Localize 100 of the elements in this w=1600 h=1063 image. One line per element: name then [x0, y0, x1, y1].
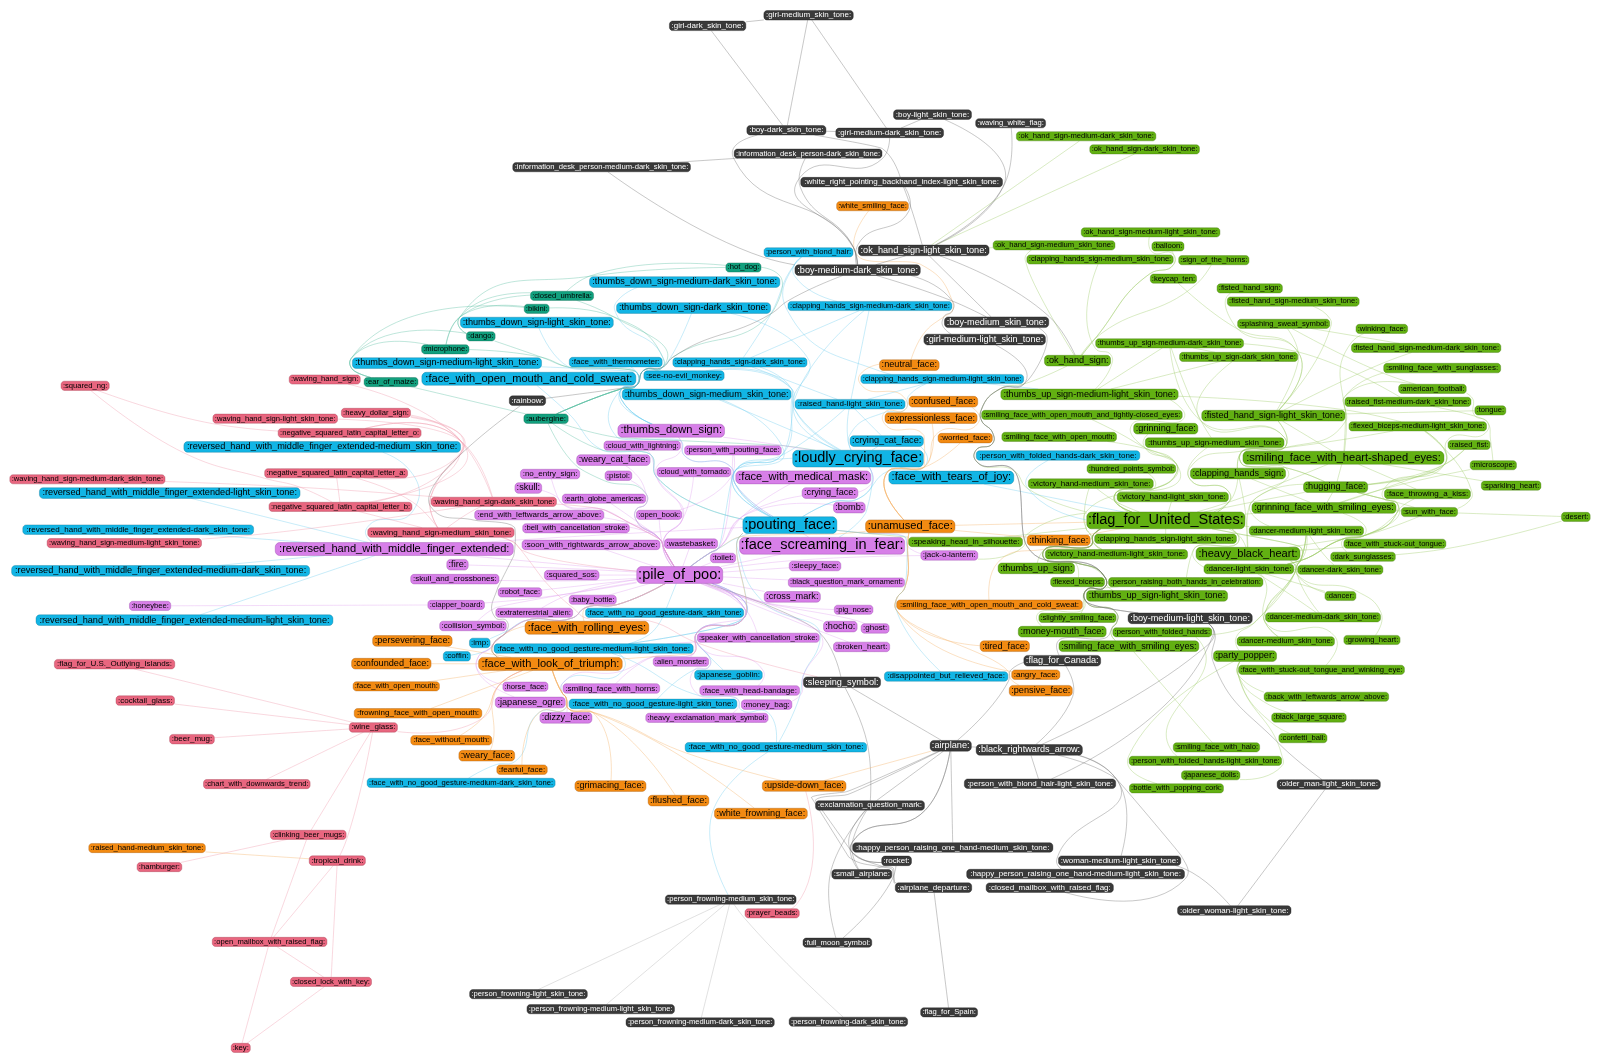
node-box: :face_with_open_mouth:	[352, 681, 440, 692]
node-box: :bikini:	[524, 304, 550, 314]
connector	[1310, 328, 1400, 344]
node-box: :full_moon_symbol:	[802, 937, 872, 948]
node-box: :heavy_exclamation_mark_symbol:	[645, 713, 769, 723]
node-box: :broken_heart:	[833, 641, 890, 652]
node-box: :thumbs_up_sign-medium_skin_tone:	[1145, 437, 1285, 448]
node-box: :thumbs_up_sign-medium-light_skin_tone:	[1000, 388, 1179, 400]
node-box: :thumbs_down_sign-dark_skin_tone:	[616, 302, 771, 314]
connector	[851, 687, 942, 741]
node-box: :raised_hand-medium_skin_tone:	[88, 843, 206, 853]
connector	[678, 454, 735, 511]
connector	[874, 865, 885, 870]
connector	[842, 865, 897, 939]
connector	[1239, 478, 1249, 548]
node-box: :clapping_hands_sign-light_skin_tone:	[1094, 533, 1237, 544]
node-box: :happy_person_raising_one_hand-medium_skin_tone:	[852, 842, 1054, 853]
node-box: :negative_squared_latin_capital_letter_o:	[278, 428, 422, 438]
node-box: :disappointed_but_relieved_face:	[884, 671, 1008, 682]
node-box: :ghost:	[861, 623, 890, 634]
connector	[447, 506, 482, 528]
node-box: :pensive_face:	[1009, 685, 1073, 697]
node-box: :person_with_folded_hands:	[1112, 627, 1212, 638]
connector	[603, 517, 675, 567]
node-box: :face_with_no_good_gesture-medium-light_skin_tone:	[493, 643, 694, 654]
node-box: :money_bag:	[741, 699, 793, 710]
connector	[745, 19, 765, 22]
connector	[1296, 535, 1320, 613]
node-box: :japanese_goblin:	[694, 670, 763, 680]
node-box: :skull_and_crossbones:	[410, 574, 500, 585]
connector	[1278, 305, 1332, 411]
node-box: :confounded_face:	[351, 658, 432, 670]
connector	[610, 503, 675, 567]
connector	[1244, 513, 1257, 515]
node-box: :woman-medium-light_skin_tone:	[1058, 855, 1181, 866]
node-box: :sign_of_the_horns:	[1178, 255, 1250, 265]
connector	[1466, 392, 1494, 461]
node-box: :thumbs_up_sign-medium-dark_skin_tone:	[1095, 338, 1244, 349]
node-box: :dizzy_face:	[539, 712, 593, 724]
connector	[608, 366, 774, 517]
connector	[851, 810, 867, 870]
node-box: :persevering_face:	[372, 635, 453, 647]
connector	[954, 530, 1028, 538]
node-box: :speaking_head_in_silhouette:	[908, 536, 1023, 547]
node-box: :clapper_board:	[427, 600, 485, 610]
connector	[630, 480, 675, 567]
connector	[214, 728, 350, 738]
node-box: :face_with_rolling_eyes:	[524, 621, 649, 635]
connector	[1259, 573, 1279, 637]
node-box: :slightly_smiling_face:	[1038, 613, 1117, 623]
node-box: :ok_hand_sign-medium-dark_skin_tone:	[1016, 131, 1157, 142]
connector	[733, 903, 844, 1018]
node-box: :thumbs_down_sign-light_skin_tone:	[460, 317, 614, 329]
connector	[794, 137, 890, 265]
connector	[200, 555, 376, 615]
connector	[782, 256, 892, 375]
connector	[1340, 449, 1465, 503]
node-box: :clapping_hands_sign-dark_skin_tone:	[672, 357, 808, 368]
connector	[90, 390, 333, 503]
node-box: :clapping_hands_sign-medium-dark_skin_tone:	[787, 301, 953, 311]
node-box: :loudly_crying_face:	[792, 450, 924, 468]
node-box: :thumbs_up_sign-light_skin_tone:	[1086, 590, 1228, 602]
node-box: :tired_face:	[980, 640, 1030, 652]
node-box: :smiling_face_with_open_mouth:	[1001, 432, 1117, 442]
node-box: :hot_dog:	[725, 262, 762, 273]
node-box: :face_without_mouth:	[410, 735, 492, 746]
node-box: :smiling_face_with_horns:	[562, 683, 660, 694]
node-box: :white_smiling_face:	[836, 201, 909, 211]
node-box: :closed_umbrella:	[530, 291, 594, 301]
connector	[1208, 623, 1323, 780]
node-box: :thinking_face:	[1027, 534, 1091, 546]
connector	[825, 131, 836, 132]
node-box: :extraterrestrial_alien:	[495, 608, 573, 618]
connector	[850, 310, 870, 400]
node-box: :robot_face:	[498, 587, 542, 598]
node-box: :face_with_medical_mask:	[735, 470, 871, 485]
connector	[1358, 464, 1417, 490]
connector	[1295, 535, 1326, 593]
connector	[1175, 865, 1231, 906]
node-box: :older_woman-light_skin_tone:	[1177, 905, 1292, 916]
node-box: :squared_sos:	[544, 570, 600, 581]
node-box: :fisted_hand_sign-medium_skin_tone:	[1227, 296, 1360, 307]
node-box: :key:	[231, 1043, 251, 1053]
connector	[355, 477, 438, 528]
connector	[792, 256, 838, 302]
node-box: :confetti_ball:	[1278, 733, 1328, 743]
node-box: :hocho:	[823, 621, 858, 633]
node-box: :weary_face:	[458, 750, 515, 762]
node-box: :smiling_face_with_halo:	[1173, 742, 1260, 753]
connector	[988, 247, 994, 249]
connector	[934, 127, 1013, 246]
node-box: :boy-dark_skin_tone:	[746, 125, 827, 136]
node-box: :face_with_no_good_gesture-medium_skin_tone:	[684, 742, 867, 753]
connector	[1288, 498, 1415, 548]
node-box: :dancer:	[1324, 591, 1357, 601]
connector	[538, 327, 653, 425]
connector	[271, 839, 307, 938]
node-box: :information_desk_person-dark_skin_tone:	[734, 148, 883, 159]
node-box: :party_popper:	[1213, 650, 1277, 662]
connector	[647, 450, 684, 567]
